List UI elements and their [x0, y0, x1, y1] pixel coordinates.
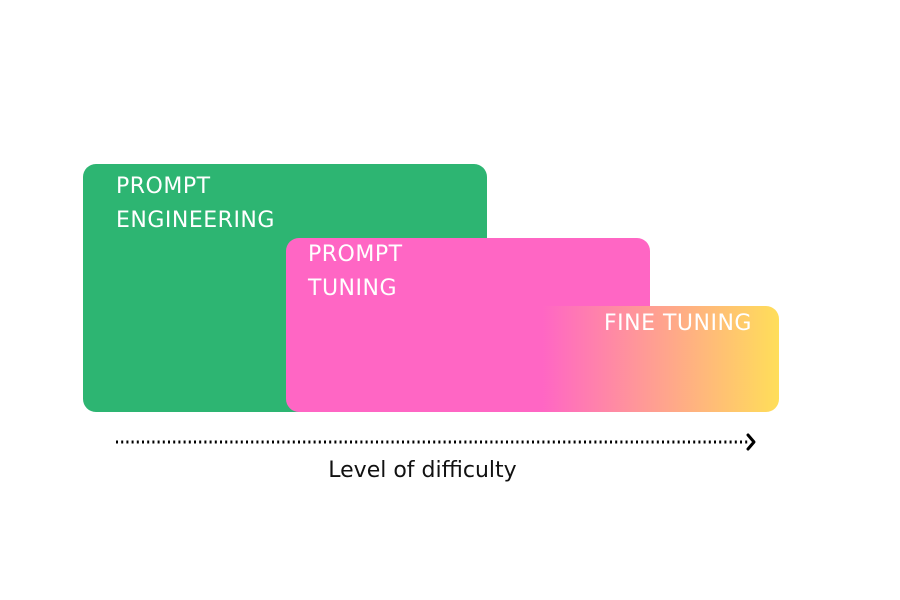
prompt-engineering-label: PROMPT ENGINEERING: [116, 174, 275, 233]
arrow-head-icon: [746, 433, 756, 451]
fine-tuning-block: FINE TUNING: [476, 306, 779, 412]
fine-tuning-label: FINE TUNING: [604, 311, 752, 336]
difficulty-axis-arrow: [116, 433, 756, 451]
prompt-tuning-label: PROMPT TUNING: [308, 242, 403, 301]
axis-label: Level of difficulty: [328, 458, 517, 483]
